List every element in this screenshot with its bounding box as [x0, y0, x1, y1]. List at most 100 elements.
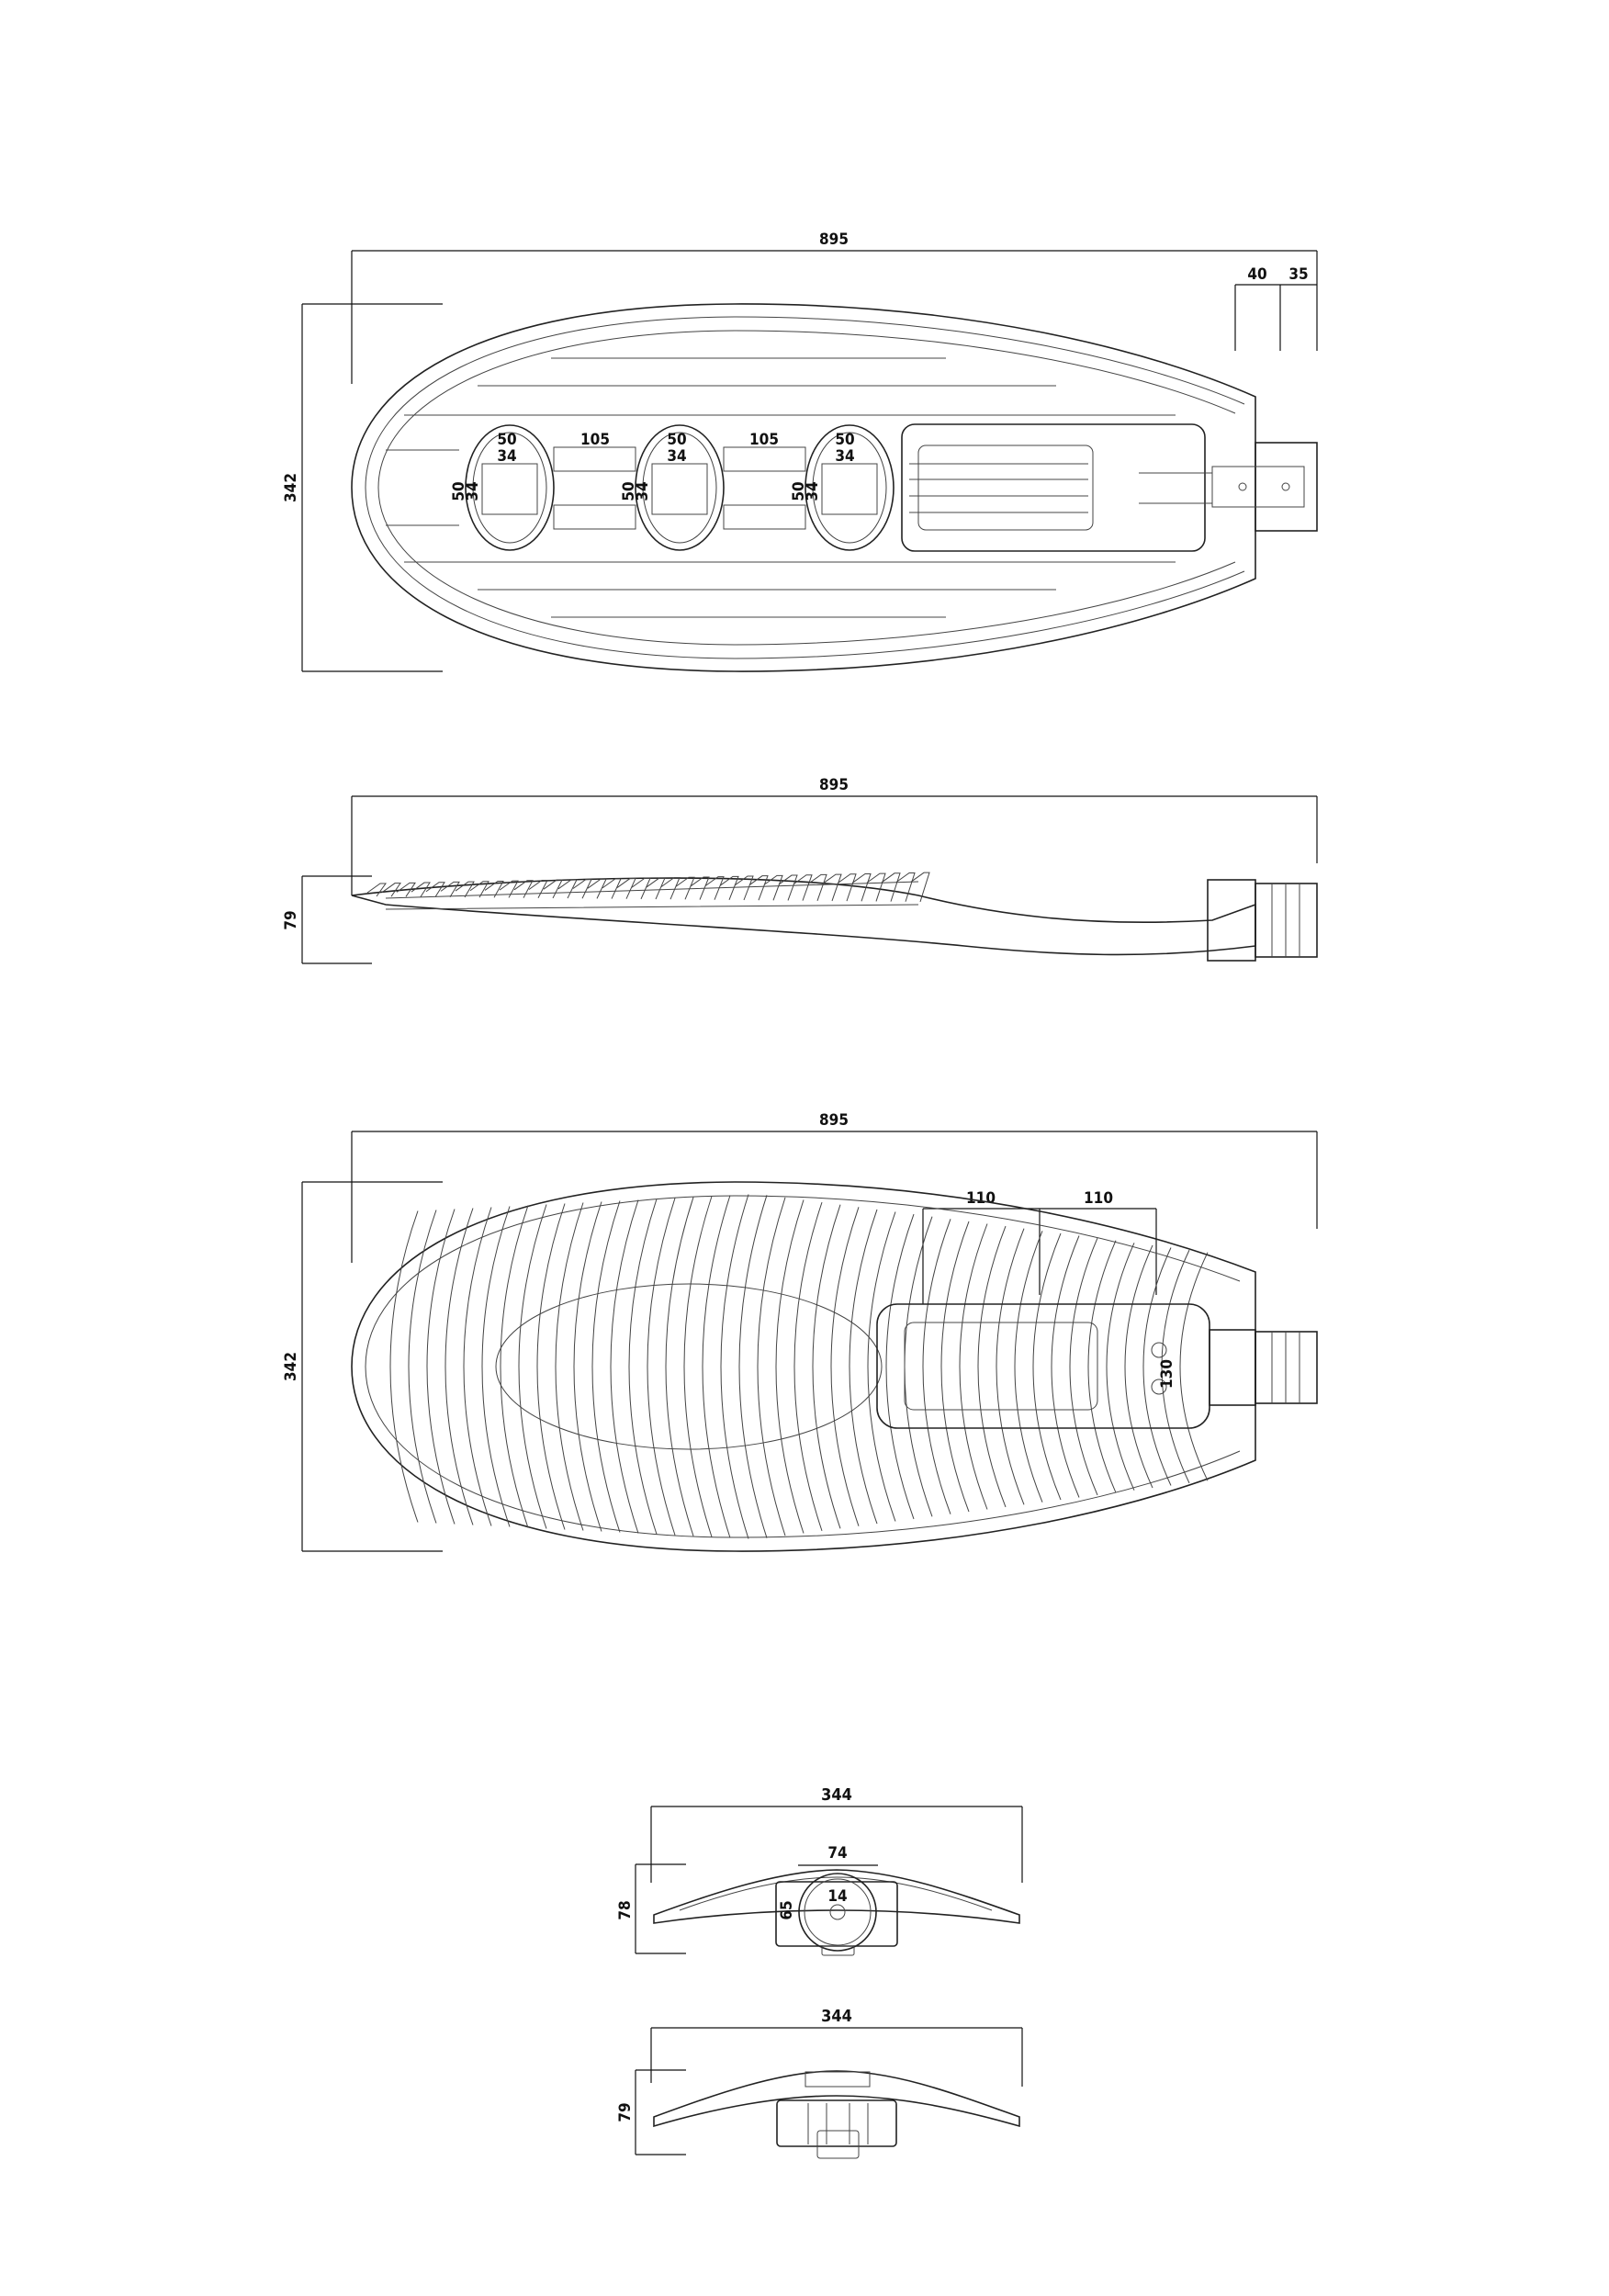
heatsink-rib	[444, 1208, 474, 1525]
heatsink-rib	[1161, 1249, 1190, 1484]
heatsink-rib	[996, 1228, 1025, 1505]
heatsink-rib	[959, 1223, 988, 1510]
fin	[660, 877, 681, 900]
heatsink-rib	[977, 1225, 1007, 1508]
module-2-height-inner: 34	[634, 481, 652, 501]
fin	[910, 872, 930, 903]
module-2-inner: 34	[667, 447, 686, 466]
heatsink-rib	[463, 1207, 492, 1526]
heatsink-rib	[665, 1197, 694, 1536]
side-view: 895 79	[282, 776, 1318, 964]
module-2-height: 50	[620, 481, 638, 501]
heatsink-rib	[702, 1195, 731, 1538]
rear-view: 344 79	[616, 2007, 1023, 2159]
fin	[425, 882, 445, 897]
heatsink-rib	[720, 1194, 749, 1539]
module-2-width: 50	[667, 431, 686, 449]
heatsink-rib	[1124, 1244, 1153, 1489]
fin	[499, 880, 519, 898]
heatsink-rib	[555, 1202, 584, 1531]
front-dim-bolt: 14	[827, 1887, 847, 1906]
bottom-dim-hole: 130	[1158, 1359, 1176, 1389]
heatsink-rib	[1032, 1232, 1062, 1501]
fin	[602, 878, 622, 899]
heatsink-rib	[518, 1204, 547, 1529]
heatsink-rib	[536, 1203, 566, 1530]
fin	[381, 883, 401, 897]
fin	[734, 875, 754, 901]
heatsink-rib	[849, 1209, 878, 1525]
module-spacing-2: 105	[749, 431, 779, 449]
fin	[528, 879, 548, 898]
heatsink-rib	[610, 1199, 639, 1534]
front-view: 344 78 74 14 65	[616, 1785, 1023, 1956]
dim-width: 342	[282, 473, 300, 502]
module-1-width: 50	[497, 431, 516, 449]
rear-dim-height: 79	[616, 2102, 635, 2122]
fin	[616, 878, 636, 899]
heatsink-rib	[1106, 1243, 1135, 1491]
module-spacing-1: 105	[580, 431, 610, 449]
fin	[690, 876, 710, 900]
module-3-inner: 34	[835, 447, 854, 466]
front-dim-height: 78	[616, 1900, 635, 1919]
fin	[763, 874, 783, 901]
fin	[587, 878, 607, 899]
heatsink-rib	[426, 1209, 456, 1525]
heatsink-rib	[683, 1196, 713, 1537]
led-modules: 50 34 50 34 50 34 105 105 50 34 50 34 50…	[450, 424, 895, 551]
heatsink-rib	[408, 1210, 437, 1524]
bottom-dim-length: 895	[819, 1111, 849, 1130]
fin	[748, 875, 769, 901]
heatsink-rib	[1087, 1240, 1117, 1493]
heatsink-rib	[500, 1205, 529, 1528]
heatsink-rib	[885, 1213, 915, 1520]
dim-length: 895	[819, 231, 849, 249]
dim-mount-a: 40	[1247, 265, 1266, 284]
fin	[704, 876, 725, 900]
fin	[895, 872, 916, 902]
heatsink-rib	[812, 1204, 841, 1529]
module-1-height: 50	[450, 481, 468, 501]
heatsink-rib	[922, 1219, 951, 1514]
heatsink-rib	[481, 1206, 511, 1527]
fin	[557, 879, 578, 899]
side-dim-length: 895	[819, 776, 849, 794]
heatsink-rib	[1014, 1231, 1043, 1503]
fin	[719, 875, 739, 901]
heatsink-rib	[738, 1195, 768, 1538]
dim-mount-b: 35	[1288, 265, 1308, 284]
fin	[778, 874, 798, 901]
heatsink-rib	[591, 1200, 621, 1533]
fin	[484, 880, 504, 898]
fin	[411, 882, 431, 897]
module-3-width: 50	[835, 431, 854, 449]
bottom-view: 895 342 110 110 130	[282, 1111, 1318, 1552]
module-1-inner: 34	[497, 447, 516, 466]
fin	[469, 881, 489, 898]
front-dim-tube: 74	[827, 1844, 847, 1863]
heatsink-rib	[628, 1199, 658, 1535]
module-3-height: 50	[790, 481, 808, 501]
fin	[851, 872, 872, 902]
fin	[793, 874, 813, 901]
heatsink-rib	[647, 1198, 676, 1536]
heatsink-rib	[389, 1210, 419, 1523]
fin	[807, 873, 827, 901]
module-3-height-inner: 34	[804, 481, 822, 501]
heatsink-rib	[573, 1201, 602, 1532]
heatsink-rib	[830, 1207, 860, 1526]
heatsink-rib	[904, 1216, 933, 1517]
heatsink-rib	[1069, 1237, 1098, 1496]
heatsink-rib	[1179, 1252, 1209, 1481]
fin	[866, 872, 886, 902]
fin	[396, 882, 416, 897]
fin	[366, 883, 387, 897]
module-1-height-inner: 34	[464, 481, 482, 501]
fin	[646, 877, 666, 900]
front-dim-width: 344	[821, 1785, 852, 1805]
bottom-dim-spacing-a: 110	[966, 1189, 996, 1208]
fin	[572, 879, 592, 899]
rear-dim-width: 344	[821, 2007, 852, 2026]
